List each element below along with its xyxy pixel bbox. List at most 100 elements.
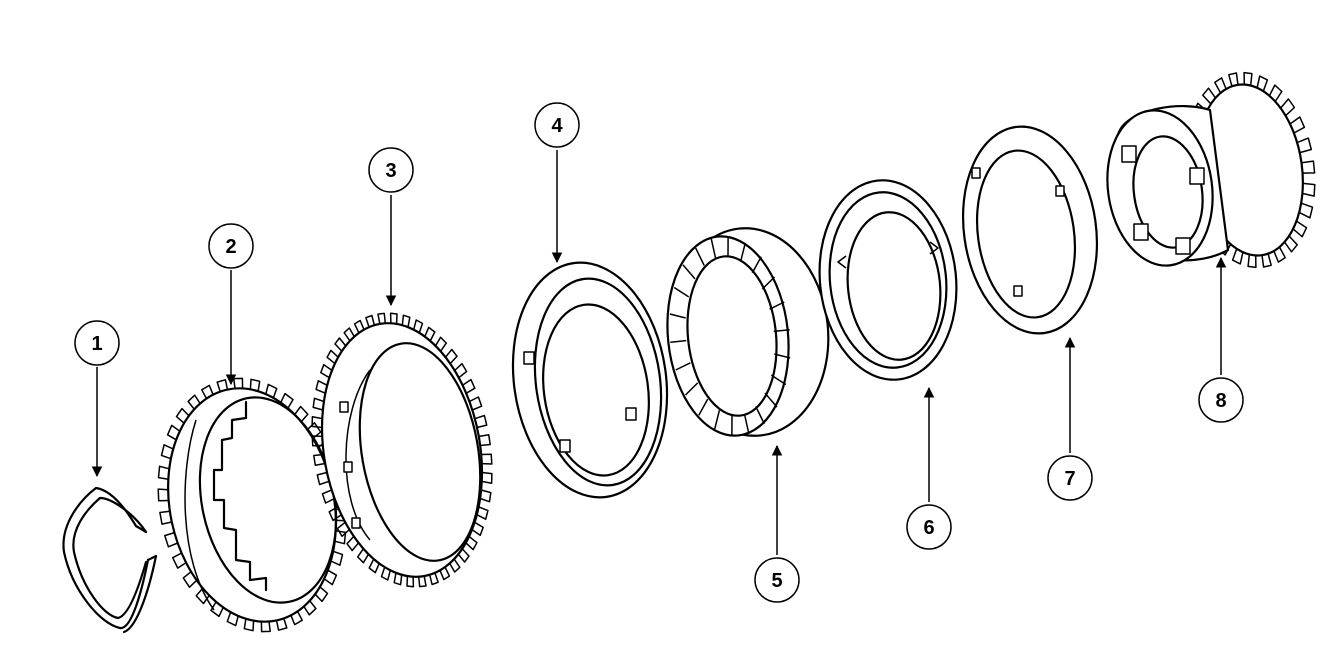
- ring-tooth: [316, 471, 330, 486]
- gear-tooth: [1214, 77, 1227, 94]
- ring-tooth: [311, 416, 323, 429]
- hub-tooth: [243, 618, 255, 632]
- callout-1: 1: [74, 320, 120, 366]
- ring-tooth: [393, 572, 403, 586]
- gear-tooth: [1256, 75, 1269, 92]
- part-2-splined-hub: [157, 377, 347, 633]
- ring-tooth: [478, 433, 491, 447]
- hub-tooth: [210, 601, 224, 618]
- hub-tooth: [249, 378, 261, 392]
- hub-tooth: [187, 394, 201, 410]
- bearing-roller: [713, 410, 721, 430]
- ring-tooth: [353, 319, 365, 334]
- callout-6-label: 6: [923, 517, 934, 539]
- hub-tooth: [314, 586, 329, 603]
- bearing-roller: [761, 276, 776, 290]
- part-6-ring: [818, 179, 958, 381]
- bearing-roller: [673, 286, 690, 298]
- hub-tooth: [166, 424, 181, 441]
- hub-tooth: [160, 444, 174, 460]
- hub-tooth: [233, 377, 244, 389]
- hub-tooth: [334, 530, 347, 545]
- gear-tooth: [1302, 182, 1316, 197]
- ring-tooth: [412, 319, 424, 334]
- gear-tooth: [1273, 246, 1286, 263]
- ring-tooth: [462, 378, 476, 394]
- ring-tooth: [424, 326, 436, 342]
- hub-tooth: [164, 531, 178, 548]
- hub-tooth: [330, 550, 344, 566]
- bearing-roller: [684, 382, 699, 396]
- bearing-roller: [770, 374, 787, 386]
- gear-tooth: [1280, 98, 1296, 117]
- hub-tooth: [280, 392, 294, 409]
- ring-tooth: [321, 489, 335, 504]
- hub-outer-teeth: [157, 377, 347, 633]
- hub-tooth: [195, 587, 210, 605]
- ring-tooth: [315, 380, 328, 394]
- hub-tooth: [201, 384, 214, 400]
- leader-lines: [91, 150, 1227, 555]
- gear-tooth: [1261, 253, 1272, 268]
- callout-7-label: 7: [1064, 468, 1075, 490]
- ring-tooth: [454, 362, 468, 379]
- callout-8: 8: [1198, 377, 1244, 423]
- ring-tooth: [356, 548, 370, 564]
- hub-tooth: [171, 552, 187, 569]
- ring-tooth: [365, 314, 376, 328]
- gear-tooth: [1283, 235, 1298, 253]
- ring-tooth: [313, 453, 326, 467]
- callout-2: 2: [208, 223, 254, 269]
- ring-tooth: [343, 327, 355, 342]
- ring-tooth: [474, 414, 488, 429]
- ring-tooth: [476, 506, 489, 520]
- bearing-roller: [695, 247, 705, 266]
- ring-tooth: [368, 558, 380, 574]
- hub-tooth: [159, 510, 172, 525]
- bearing-roller: [710, 238, 717, 259]
- ring-tooth: [346, 535, 360, 552]
- ring-tooth: [479, 489, 492, 503]
- ring-tooth: [434, 336, 448, 352]
- callout-4-label: 4: [551, 115, 563, 137]
- ring-tooth: [428, 572, 439, 586]
- hub-tooth: [290, 610, 303, 626]
- bearing-roller: [682, 264, 696, 280]
- gear-tooth: [1231, 248, 1244, 265]
- bearing-roller: [751, 256, 762, 274]
- part-4-washer: [511, 261, 669, 499]
- bearing-roller: [669, 313, 686, 319]
- callout-6: 6: [906, 504, 952, 550]
- ring-tooth: [481, 453, 493, 465]
- ring-tooth: [328, 506, 342, 522]
- gear-tooth: [1243, 71, 1253, 86]
- part-7-thrust-washer: [961, 125, 1099, 335]
- ring-tooth: [406, 576, 415, 588]
- hub-tooth: [265, 383, 278, 399]
- hub-tooth: [175, 407, 190, 424]
- ring-tooth: [481, 471, 493, 484]
- bearing-roller: [675, 362, 691, 371]
- ring-tooth: [336, 521, 350, 538]
- hub-tooth: [303, 600, 317, 616]
- ring-tooth: [444, 348, 458, 365]
- hub-tooth: [275, 618, 288, 631]
- callout-3-label: 3: [385, 160, 396, 182]
- hub-tooth: [294, 405, 309, 423]
- hub-tooth: [226, 611, 239, 627]
- gear-tooth: [1268, 84, 1283, 102]
- gear-tooth: [1247, 254, 1257, 269]
- ring-tooth: [457, 548, 470, 563]
- bearing-roller: [764, 392, 778, 408]
- callout-1-label: 1: [91, 333, 102, 355]
- callout-2-label: 2: [225, 236, 236, 258]
- callout-3: 3: [368, 147, 414, 193]
- gear-tooth: [1202, 87, 1217, 105]
- bearing-roller: [670, 339, 687, 344]
- hub-tooth: [157, 465, 170, 480]
- part-3-toothed-ring: [311, 312, 493, 588]
- ring-tooth: [417, 575, 427, 588]
- hub-tooth: [260, 621, 271, 633]
